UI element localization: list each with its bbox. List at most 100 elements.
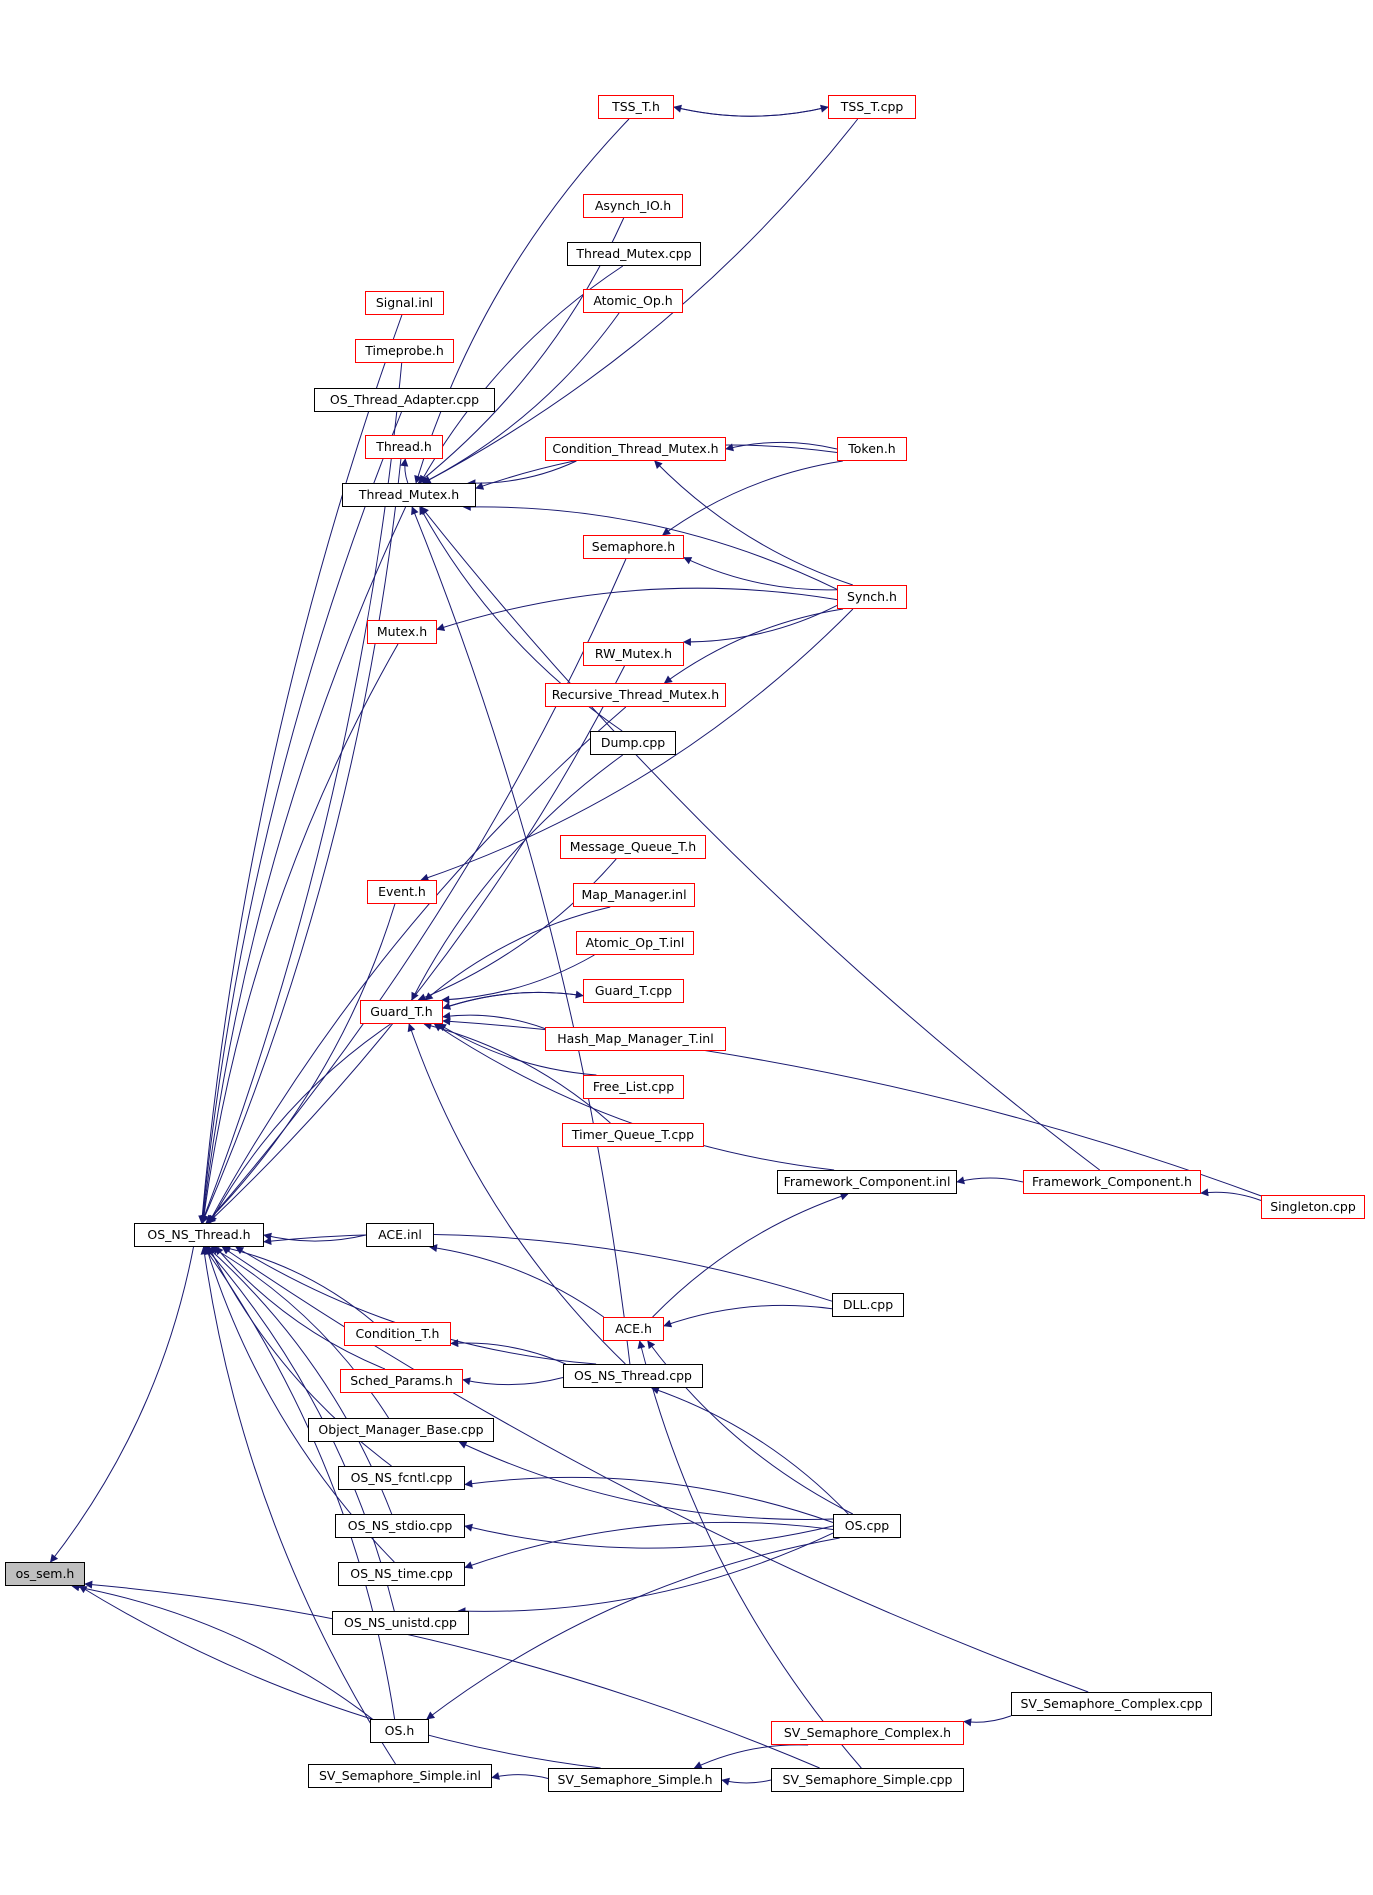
node-framework-component-h[interactable]: Framework_Component.h — [1023, 1170, 1201, 1194]
edge-hash-map-manager-t-inl-to-guard-t-h — [442, 1011, 546, 1030]
node-os-sem-h[interactable]: os_sem.h — [5, 1562, 85, 1586]
node-recursive-thread-mutex-h[interactable]: Recursive_Thread_Mutex.h — [545, 683, 726, 707]
edge-guard-t-h-to-os-ns-thread-h — [209, 1023, 391, 1224]
edge-ace-h-to-framework-component-inl — [652, 1192, 849, 1318]
edge-sv-semaphore-simple-inl-to-os-ns-thread-h — [200, 1246, 396, 1765]
node-os-ns-stdio-cpp[interactable]: OS_NS_stdio.cpp — [335, 1514, 465, 1538]
edge-os-cpp-to-os-ns-fcntl-cpp — [464, 1476, 834, 1523]
node-object-manager-base-cpp[interactable]: Object_Manager_Base.cpp — [308, 1418, 494, 1442]
node-os-ns-time-cpp[interactable]: OS_NS_time.cpp — [338, 1562, 465, 1586]
edge-sv-semaphore-complex-cpp-to-sv-semaphore-complex-h — [963, 1715, 1012, 1727]
node-dump-cpp[interactable]: Dump.cpp — [590, 731, 676, 755]
edge-os-thread-adapter-cpp-to-os-ns-thread-h — [198, 411, 402, 1224]
node-signal-inl[interactable]: Signal.inl — [365, 291, 444, 315]
edge-synch-h-to-thread-mutex-h — [462, 502, 838, 590]
edge-os-ns-thread-h-to-os-sem-h — [50, 1246, 194, 1563]
node-event-h[interactable]: Event.h — [367, 880, 437, 904]
edge-guard-t-h-to-guard-t-cpp — [442, 990, 584, 1009]
node-token-h[interactable]: Token.h — [837, 437, 907, 461]
edge-thread-h-to-os-ns-thread-h — [201, 458, 402, 1224]
edge-dll-cpp-to-os-ns-thread-h — [263, 1233, 833, 1302]
edge-atomic-op-h-to-thread-mutex-h — [422, 312, 620, 484]
edge-dll-cpp-to-ace-h — [663, 1304, 833, 1328]
node-synch-h[interactable]: Synch.h — [837, 585, 907, 609]
edge-synch-h-to-rw-mutex-h — [682, 604, 838, 647]
edge-os-ns-unistd-cpp-to-os-ns-thread-h — [204, 1246, 395, 1612]
edge-os-cpp-to-os-ns-unistd-cpp — [457, 1532, 834, 1616]
edge-thread-mutex-h-to-thread-h — [400, 458, 409, 484]
node-sv-semaphore-simple-h[interactable]: SV_Semaphore_Simple.h — [548, 1768, 722, 1792]
edge-synch-h-to-condition-thread-mutex-h — [654, 460, 853, 586]
node-framework-component-inl[interactable]: Framework_Component.inl — [777, 1170, 957, 1194]
node-guard-t-cpp[interactable]: Guard_T.cpp — [583, 979, 684, 1003]
node-condition-thread-mutex-h[interactable]: Condition_Thread_Mutex.h — [545, 437, 726, 461]
edge-map-manager-inl-to-guard-t-h — [424, 906, 611, 1001]
node-ace-h[interactable]: ACE.h — [603, 1317, 664, 1341]
edge-os-h-to-os-ns-thread-h — [203, 1246, 396, 1720]
edge-os-ns-thread-cpp-to-os-ns-thread-h — [235, 1246, 597, 1365]
edge-sched-params-h-to-os-ns-thread-h — [215, 1246, 386, 1370]
node-os-ns-fcntl-cpp[interactable]: OS_NS_fcntl.cpp — [338, 1466, 465, 1490]
edge-token-h-to-condition-thread-mutex-h — [725, 441, 838, 452]
node-condition-t-h[interactable]: Condition_T.h — [344, 1322, 451, 1346]
edge-os-ns-thread-cpp-to-thread-mutex-h — [411, 506, 631, 1365]
edge-os-ns-thread-cpp-to-guard-t-h — [407, 1023, 626, 1365]
edge-sv-semaphore-simple-h-to-sv-semaphore-simple-inl — [491, 1772, 549, 1780]
node-singleton-cpp[interactable]: Singleton.cpp — [1261, 1195, 1365, 1219]
node-sched-params-h[interactable]: Sched_Params.h — [340, 1369, 463, 1393]
node-hash-map-manager-t-inl[interactable]: Hash_Map_Manager_T.inl — [545, 1027, 726, 1051]
node-mutex-h[interactable]: Mutex.h — [367, 620, 437, 644]
edge-singleton-cpp-to-framework-component-h — [1200, 1188, 1262, 1201]
edge-recursive-thread-mutex-h-to-os-ns-thread-h — [208, 706, 627, 1224]
node-os-ns-thread-cpp[interactable]: OS_NS_Thread.cpp — [563, 1364, 703, 1388]
edge-event-h-to-os-ns-thread-h — [205, 903, 396, 1224]
node-map-manager-inl[interactable]: Map_Manager.inl — [573, 883, 695, 907]
edge-sv-semaphore-simple-h-to-os-sem-h — [78, 1585, 601, 1769]
edge-tss-t-cpp-to-thread-mutex-h — [422, 118, 859, 484]
edge-os-cpp-to-os-ns-time-cpp — [464, 1521, 834, 1569]
edge-framework-component-h-to-framework-component-inl — [956, 1176, 1024, 1185]
node-sv-semaphore-simple-inl[interactable]: SV_Semaphore_Simple.inl — [308, 1764, 492, 1788]
edge-message-queue-t-h-to-guard-t-h — [417, 858, 617, 1002]
edge-dump-cpp-to-thread-mutex-h — [419, 506, 623, 732]
node-free-list-cpp[interactable]: Free_List.cpp — [583, 1075, 684, 1099]
edge-sv-semaphore-complex-cpp-to-os-ns-thread-h — [221, 1246, 1089, 1693]
node-os-ns-unistd-cpp[interactable]: OS_NS_unistd.cpp — [332, 1611, 469, 1635]
node-sv-semaphore-complex-h[interactable]: SV_Semaphore_Complex.h — [771, 1721, 964, 1745]
node-thread-mutex-h[interactable]: Thread_Mutex.h — [342, 483, 476, 507]
edge-tss-t-h-to-tss-t-cpp — [673, 104, 829, 117]
node-asynch-io-h[interactable]: Asynch_IO.h — [583, 194, 683, 218]
edge-atomic-op-t-inl-to-guard-t-h — [441, 954, 595, 1004]
node-ace-inl[interactable]: ACE.inl — [366, 1223, 434, 1247]
node-timer-queue-t-cpp[interactable]: Timer_Queue_T.cpp — [562, 1123, 704, 1147]
node-os-ns-thread-h[interactable]: OS_NS_Thread.h — [134, 1223, 264, 1247]
edge-sv-semaphore-simple-cpp-to-ace-h — [637, 1340, 862, 1769]
node-os-h[interactable]: OS.h — [370, 1719, 429, 1743]
edge-synch-h-to-recursive-thread-mutex-h — [663, 608, 844, 684]
edge-thread-mutex-h-to-os-ns-thread-h — [199, 506, 407, 1224]
node-timeprobe-h[interactable]: Timeprobe.h — [355, 339, 454, 363]
edge-framework-component-h-to-thread-mutex-h — [420, 506, 1101, 1171]
node-thread-h[interactable]: Thread.h — [365, 435, 443, 459]
node-atomic-op-h[interactable]: Atomic_Op.h — [583, 289, 683, 313]
node-os-cpp[interactable]: OS.cpp — [833, 1514, 901, 1538]
edge-os-cpp-to-object-manager-base-cpp — [458, 1441, 834, 1520]
edge-condition-thread-mutex-h-to-thread-mutex-h — [467, 460, 577, 488]
edge-sv-semaphore-simple-cpp-to-sv-semaphore-simple-h — [721, 1777, 772, 1786]
node-tss-t-cpp[interactable]: TSS_T.cpp — [828, 95, 916, 119]
edge-os-cpp-to-os-h — [426, 1537, 840, 1720]
node-semaphore-h[interactable]: Semaphore.h — [583, 535, 684, 559]
node-message-queue-t-h[interactable]: Message_Queue_T.h — [560, 835, 706, 859]
node-tss-t-h[interactable]: TSS_T.h — [598, 95, 674, 119]
node-os-thread-adapter-cpp[interactable]: OS_Thread_Adapter.cpp — [314, 388, 495, 412]
edge-tss-t-h-to-thread-mutex-h — [414, 118, 630, 484]
node-sv-semaphore-simple-cpp[interactable]: SV_Semaphore_Simple.cpp — [771, 1768, 964, 1792]
node-thread-mutex-cpp[interactable]: Thread_Mutex.cpp — [567, 242, 701, 266]
node-guard-t-h[interactable]: Guard_T.h — [360, 1000, 443, 1024]
node-sv-semaphore-complex-cpp[interactable]: SV_Semaphore_Complex.cpp — [1011, 1692, 1212, 1716]
node-rw-mutex-h[interactable]: RW_Mutex.h — [583, 642, 684, 666]
node-atomic-op-t-inl[interactable]: Atomic_Op_T.inl — [576, 931, 694, 955]
edge-os-cpp-to-os-ns-thread-cpp — [650, 1386, 849, 1515]
node-dll-cpp[interactable]: DLL.cpp — [832, 1293, 904, 1317]
